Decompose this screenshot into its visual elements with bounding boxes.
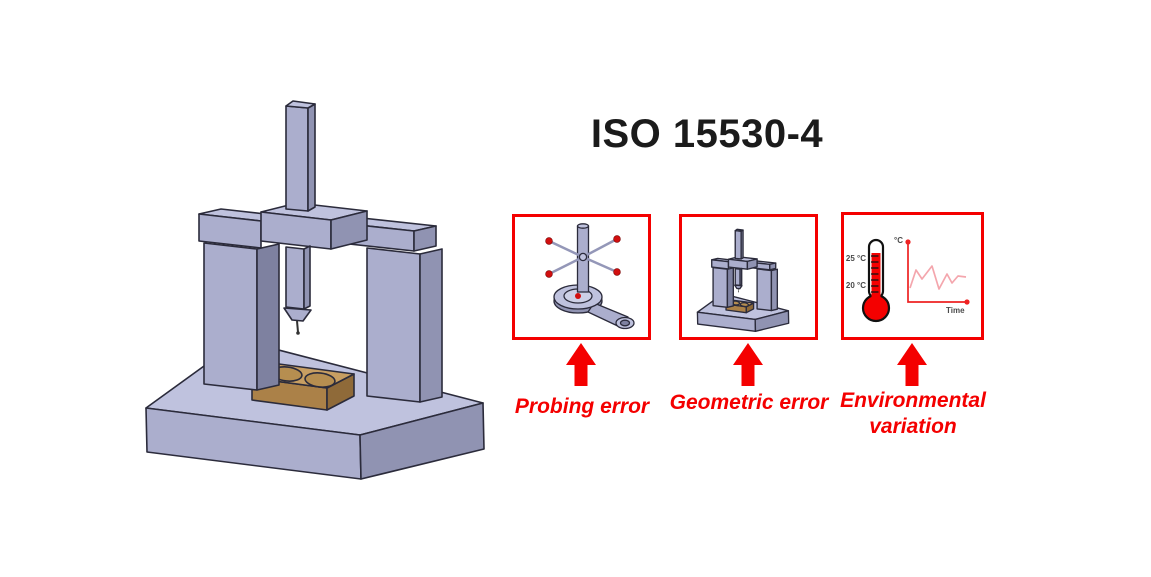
up-arrow-icon (897, 343, 927, 386)
star-stylus-probe-icon (545, 223, 635, 330)
probing-error-label: Probing error (500, 394, 664, 420)
environmental-variation-label: Environmental variation (830, 388, 996, 439)
chart-ylabel: °C (894, 236, 903, 245)
geometric-error-label-text: Geometric error (669, 391, 829, 414)
geometric-error-box (679, 214, 818, 340)
up-arrow-icon (733, 343, 763, 386)
environmental-label-line1: Environmental (840, 389, 986, 412)
up-arrow-icon (566, 343, 596, 386)
large-cmm-machine-icon (145, 100, 485, 480)
environmental-label-line2: variation (869, 414, 957, 438)
thermometer-low-label: 20 °C (846, 281, 866, 290)
probing-error-label-text: Probing error (514, 395, 650, 418)
chart-xlabel: Time (946, 306, 965, 315)
environmental-variation-box (841, 212, 984, 340)
probing-error-box (512, 214, 651, 340)
geometric-error-label: Geometric error (667, 390, 831, 416)
thermometer-icon: 25 °C 20 °C (846, 238, 891, 323)
thermometer-high-label: 25 °C (846, 254, 866, 263)
page-title: ISO 15530-4 (590, 112, 824, 156)
temperature-chart: °C Time (894, 236, 970, 315)
